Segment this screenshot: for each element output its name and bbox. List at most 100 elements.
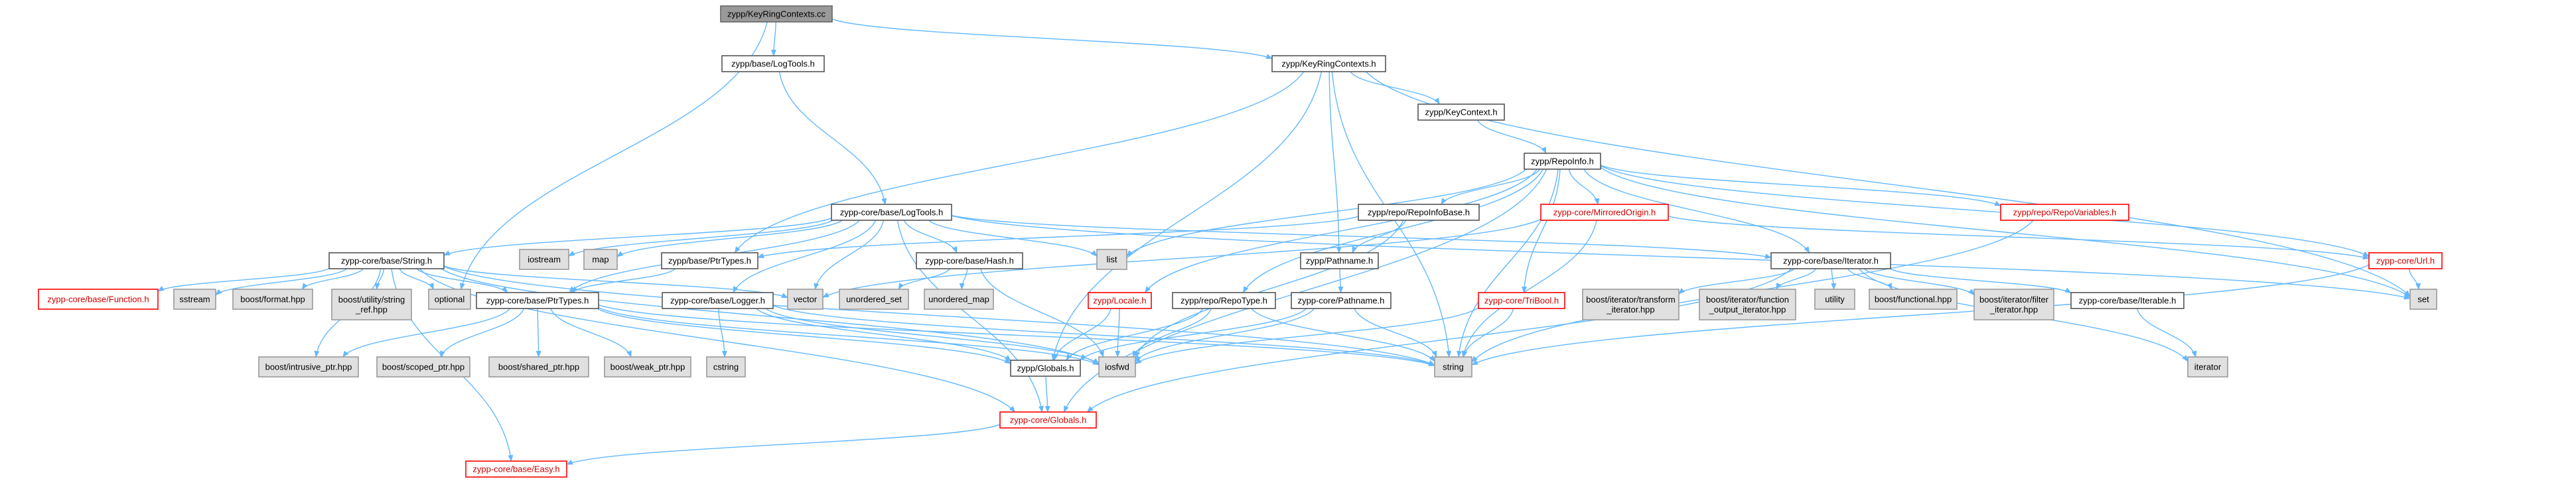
node-zypp-core-tribool-h[interactable]: zypp-core/TriBool.h	[1478, 292, 1565, 309]
node-box	[583, 249, 618, 270]
node-label: zypp-core/Globals.h	[1010, 415, 1087, 425]
node-zypp-pathname-h[interactable]: zypp/Pathname.h	[1300, 252, 1379, 269]
edge-core_globals-to-easy	[566, 424, 1001, 465]
node-zypp-core-globals-h[interactable]: zypp-core/Globals.h	[999, 411, 1097, 429]
edge-core_ptrtypes-to-boost_intrusive	[342, 308, 511, 358]
node-label: zypp-core/base/Logger.h	[670, 296, 765, 306]
node-zypp-core-url-h[interactable]: zypp-core/Url.h	[2368, 252, 2443, 269]
node-box	[662, 292, 774, 309]
node-label: zypp-core/TriBool.h	[1484, 296, 1559, 306]
edge-repoinfobase-to-base_ptrtypes	[757, 216, 1359, 259]
node-zypp-keyringcontexts-cc[interactable]: zypp/KeyRingContexts.cc	[720, 5, 833, 23]
edge-iterator_h-to-iterable	[1890, 268, 2072, 294]
node-box	[465, 460, 567, 478]
node-zypp-repoinfo-h[interactable]: zypp/RepoInfo.h	[1524, 153, 1601, 170]
node-box	[173, 289, 216, 310]
node-zypp-core-base-hash-h[interactable]: zypp-core/base/Hash.h	[916, 252, 1023, 269]
edge-iterator_h-to-bi_filter	[1863, 268, 1975, 296]
node-label: zypp/Locale.h	[1093, 296, 1146, 306]
nodes-layer: zypp/KeyRingContexts.cc zypp/base/LogTool…	[38, 5, 2443, 478]
edge-hash-to-unordered_map	[959, 268, 968, 290]
node-box	[831, 204, 952, 221]
node-label: unordered_map	[928, 295, 989, 305]
edge-keyringcontexts_h-to-zypp_globals	[1051, 71, 1323, 361]
edge-repoinfo-to-set	[1600, 167, 2411, 298]
node-label: _iterator.hpp	[1606, 305, 1654, 314]
edge-string_h-to-iosfwd	[441, 268, 1100, 365]
node-zypp-core-pathname-h[interactable]: zypp-core/Pathname.h	[1291, 292, 1392, 309]
node-zypp-core-base-ptrtypes-h[interactable]: zypp-core/base/PtrTypes.h	[476, 292, 599, 309]
node-boost-shared-ptr-hpp: boost/shared_ptr.hpp	[488, 356, 589, 378]
node-zypp-repo-repotype-h[interactable]: zypp/repo/RepoType.h	[1172, 292, 1276, 309]
edge-zypp_globals-to-core_globals	[1044, 376, 1050, 413]
node-label: _iterator.hpp	[1989, 305, 2038, 314]
edge-repotype-to-iosfwd	[1132, 308, 1212, 358]
node-zypp-core-base-iterable-h[interactable]: zypp-core/base/Iterable.h	[2070, 292, 2184, 309]
node-box	[720, 5, 833, 23]
node-zypp-core-base-logger-h[interactable]: zypp-core/base/Logger.h	[662, 292, 774, 309]
node-label: unordered_set	[846, 295, 902, 305]
node-box	[839, 289, 909, 310]
node-label: boost/utility/string	[338, 295, 405, 305]
node-zypp-globals-h[interactable]: zypp/Globals.h	[1010, 360, 1081, 377]
node-label: zypp-core/Url.h	[2376, 256, 2435, 266]
node-box	[1770, 252, 1891, 269]
edge-core_logtools-to-list	[928, 220, 1098, 257]
node-zypp-keyringcontexts-h[interactable]: zypp/KeyRingContexts.h	[1271, 55, 1386, 72]
edge-repoinfobase-to-pathname_zypp	[1352, 220, 1407, 253]
edge-core_ptrtypes-to-boost_shared	[536, 308, 541, 358]
edge-string_h-to-boost_format	[301, 268, 364, 290]
node-label: zypp/RepoInfo.h	[1531, 157, 1594, 167]
node-zypp-core-mirroredorigin-h[interactable]: zypp-core/MirroredOrigin.h	[1540, 204, 1669, 221]
node-box	[2368, 252, 2443, 269]
node-zypp-core-base-iterator-h[interactable]: zypp-core/base/Iterator.h	[1770, 252, 1891, 269]
node-box	[376, 356, 470, 378]
node-zypp-core-base-string-h[interactable]: zypp-core/base/String.h	[328, 252, 445, 269]
node-zypp-core-base-logtools-h[interactable]: zypp-core/base/LogTools.h	[831, 204, 952, 221]
edge-mirroredorigin-to-url	[1668, 216, 2370, 260]
edge-core_logtools-to-iterator_h	[951, 214, 1772, 259]
node-box	[661, 252, 758, 269]
node-zypp-keycontext-h[interactable]: zypp/KeyContext.h	[1417, 103, 1505, 121]
node-label: zypp/KeyContext.h	[1425, 107, 1497, 117]
node-zypp-core-base-easy-h[interactable]: zypp-core/base/Easy.h	[465, 460, 567, 478]
node-boost-iterator-transform-iterator-hpp: boost/iterator/transform_iterator.hpp	[1582, 289, 1680, 320]
node-label: iterator	[2194, 362, 2222, 372]
node-label: zypp-core/base/Hash.h	[925, 256, 1014, 266]
edge-iterable-to-iterator	[2136, 308, 2197, 358]
node-label: zypp-core/base/Easy.h	[472, 464, 559, 474]
node-box	[604, 356, 691, 378]
node-label: _output_iterator.hpp	[1709, 305, 1786, 314]
node-sstream: sstream	[173, 289, 216, 310]
node-box	[519, 249, 569, 270]
edge-mirroredorigin-to-vector	[822, 218, 1541, 298]
node-label: zypp/repo/RepoType.h	[1181, 296, 1267, 306]
node-zypp-repo-repovariables-h[interactable]: zypp/repo/RepoVariables.h	[2000, 204, 2129, 221]
node-label: cstring	[713, 362, 739, 372]
node-label: zypp-core/base/Function.h	[47, 295, 149, 305]
node-iterator: iterator	[2187, 356, 2228, 378]
edge-repoinfo-to-repoinfobase	[1441, 169, 1541, 205]
node-box	[488, 356, 589, 378]
edge-hash-to-iosfwd	[980, 268, 1104, 358]
node-label: zypp-core/base/String.h	[341, 256, 432, 266]
node-zypp-core-base-function-h[interactable]: zypp-core/base/Function.h	[38, 289, 159, 310]
node-zypp-locale-h[interactable]: zypp/Locale.h	[1088, 292, 1152, 309]
edge-core_ptrtypes-to-string	[598, 305, 1435, 367]
edge-core_ptrtypes-to-boost_scoped	[440, 308, 525, 358]
node-box	[1582, 289, 1680, 320]
node-boost-functional-hpp: boost/functional.hpp	[1869, 289, 1958, 310]
node-zypp-base-ptrtypes-h[interactable]: zypp/base/PtrTypes.h	[661, 252, 758, 269]
node-box	[1540, 204, 1669, 221]
node-zypp-repo-repoinfobase-h[interactable]: zypp/repo/RepoInfoBase.h	[1358, 204, 1480, 221]
node-box	[924, 289, 994, 310]
node-label: boost/intrusive_ptr.hpp	[265, 362, 352, 372]
node-zypp-base-logtools-h[interactable]: zypp/base/LogTools.h	[721, 55, 825, 72]
node-box	[38, 289, 159, 310]
node-label: set	[2417, 295, 2429, 305]
node-label: zypp/KeyRingContexts.h	[1281, 59, 1376, 69]
node-string: string	[1434, 356, 1472, 378]
edge-logger-to-iosfwd	[765, 308, 1100, 365]
edge-url-to-set	[2408, 268, 2421, 290]
node-box	[721, 55, 825, 72]
